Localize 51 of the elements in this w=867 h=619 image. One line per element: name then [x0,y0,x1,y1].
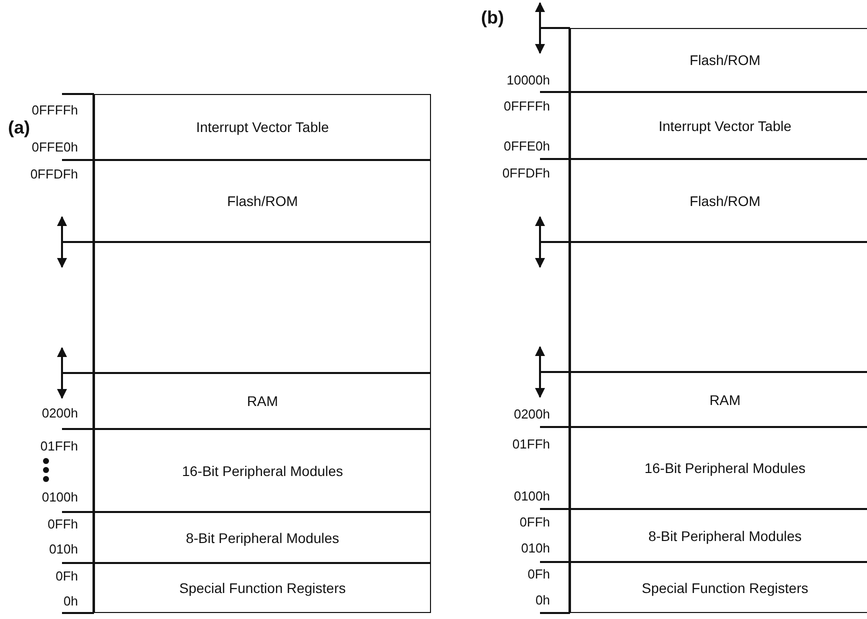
memory-region [570,92,867,159]
address-label: 0h [536,592,550,608]
memory-region [570,159,867,242]
region-name: Special Function Registers [642,580,808,596]
region-name: Special Function Registers [179,580,346,596]
memory-region [570,242,867,372]
panel-label: (b) [481,8,504,28]
region-name: Interrupt Vector Table [658,118,792,134]
address-label: 0FFFFh [32,102,78,118]
address-label: 010h [49,542,78,556]
address-label: 0FFDFh [502,166,550,180]
address-label: 0100h [42,490,78,504]
address-label: 0FFDFh [30,166,78,182]
memory-region [570,28,867,92]
region-name: 16-Bit Peripheral Modules [644,460,806,476]
memory-region [94,373,431,429]
region-name: 16-Bit Peripheral Modules [182,462,344,478]
address-label: 0200h [42,406,78,420]
region-name: 8-Bit Peripheral Modules [186,530,340,546]
region-name: Interrupt Vector Table [196,119,329,135]
memory-region [94,512,431,563]
address-label: 0Fh [56,568,78,584]
region-name: 8-Bit Peripheral Modules [648,528,802,544]
address-label: 0200h [514,406,550,422]
region-name: RAM [709,392,741,408]
address-label: 0FFFFh [504,98,550,114]
address-label: 0FFh [520,514,550,530]
memory-region [94,94,431,160]
address-label: 01FFh [512,436,550,452]
address-label: 0h [64,594,78,608]
memory-region [570,372,867,427]
address-label: 010h [521,540,550,556]
address-label: 10000h [506,72,550,88]
address-label: 0100h [514,488,550,504]
region-name: Flash/ROM [690,52,760,68]
memory-region [94,242,431,373]
memory-region [570,509,867,562]
memory-region [94,429,431,512]
address-label: 01FFh [40,438,78,454]
region-name: Flash/ROM [227,193,298,209]
region-name: Flash/ROM [690,192,760,208]
region-name: RAM [246,393,278,409]
memory-region [570,562,867,613]
address-label: 0FFE0h [504,138,550,154]
memory-region [94,160,431,242]
address-label: 0FFE0h [32,140,78,154]
address-label: 0Fh [528,566,550,582]
memory-region [570,427,867,509]
address-label: 0FFh [48,516,78,532]
memory-region [94,563,431,613]
panel-label: (a) [8,118,30,138]
